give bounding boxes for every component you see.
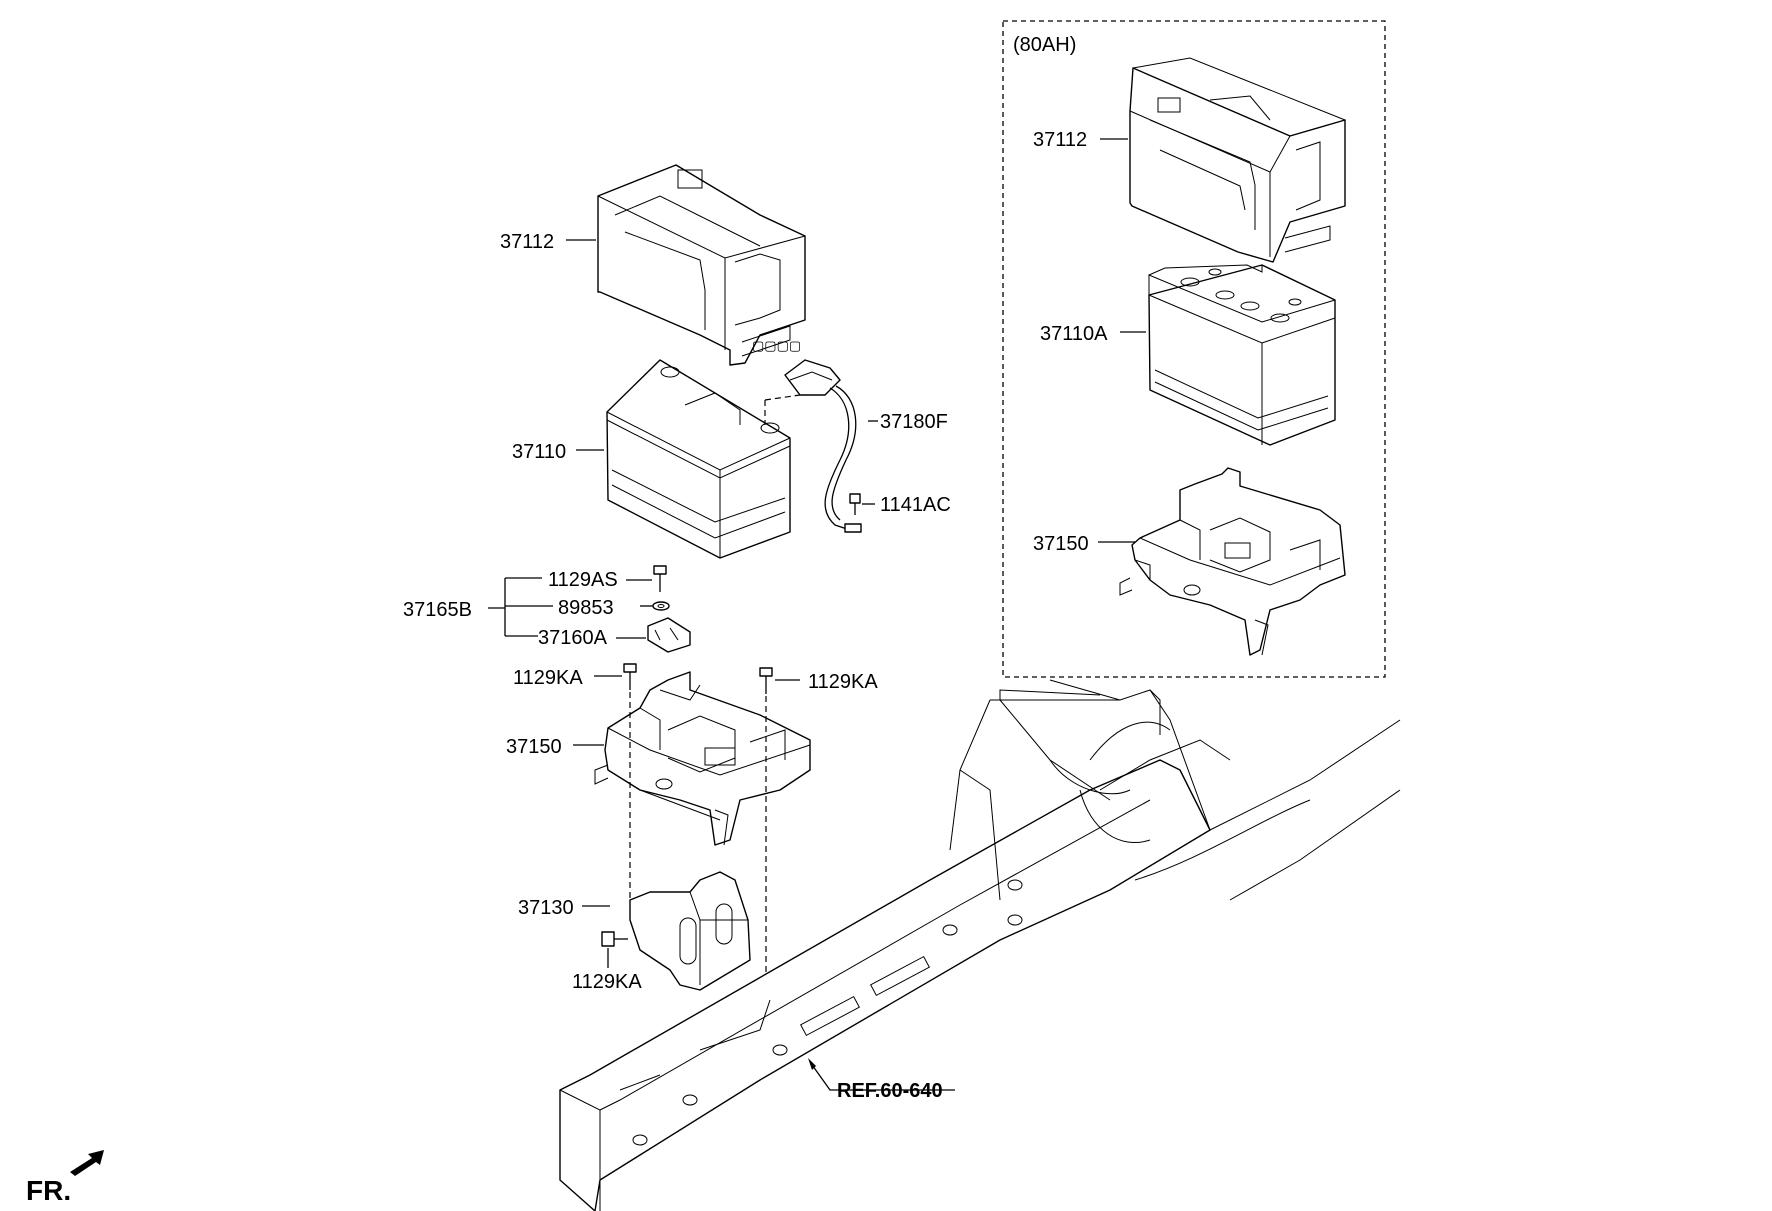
label-37180F: 37180F <box>880 411 948 433</box>
label-1141AC: 1141AC <box>880 494 951 516</box>
label-37110: 37110 <box>512 441 566 463</box>
option-tray-label: 37112 <box>1033 129 1087 151</box>
label-front: FR. <box>26 1175 71 1206</box>
option-tray-37112 <box>1129 57 1346 263</box>
label-37160A: 37160A <box>538 627 608 649</box>
ref-leader-line <box>809 1061 955 1091</box>
option-bracket-label: 37150 <box>1033 533 1089 555</box>
option-battery-label: 37110A <box>1040 323 1108 345</box>
ref-arrow-head <box>808 1058 816 1070</box>
label-37112: 37112 <box>500 231 554 253</box>
clamp-37160A <box>647 617 691 653</box>
label-1129KA-right: 1129KA <box>808 671 878 693</box>
label-37130: 37130 <box>518 897 574 919</box>
option-box-title: (80AH) <box>1013 34 1076 56</box>
bolt-1129KA-left <box>623 663 637 690</box>
battery-37110 <box>606 359 791 559</box>
washer-89853 <box>652 601 670 611</box>
bracket-tray-37150 <box>594 671 811 846</box>
tray-embossed-mark: ▢▢▢▢ <box>752 338 801 353</box>
bolt-1141AC <box>849 493 861 515</box>
bolt-1129KA-right <box>759 667 773 694</box>
bolt-1129KA-bottom <box>601 931 628 947</box>
option-battery-37110A <box>1148 264 1336 446</box>
label-1129KA-left: 1129KA <box>513 667 583 689</box>
bracket-37130 <box>629 871 751 991</box>
label-1129AS: 1129AS <box>548 569 618 591</box>
option-bracket-tray-37150 <box>1119 467 1346 656</box>
bolt-1129AS <box>653 565 667 592</box>
chassis-frame-rail <box>559 679 1401 1211</box>
battery-cable-37180F <box>764 359 862 533</box>
label-37165B: 37165B <box>403 599 472 621</box>
front-arrow-icon <box>70 1150 104 1176</box>
battery-tray-37112: ▢▢▢▢ <box>597 164 806 366</box>
label-89853: 89853 <box>558 597 614 619</box>
label-1129KA-bottom: 1129KA <box>572 971 642 993</box>
option-box-80ah: (80AH) 37112 <box>1002 20 1386 678</box>
kit-37165B-bracket-lines <box>488 577 553 637</box>
label-ref: REF.60-640 <box>837 1080 943 1102</box>
label-37150: 37150 <box>506 736 562 758</box>
